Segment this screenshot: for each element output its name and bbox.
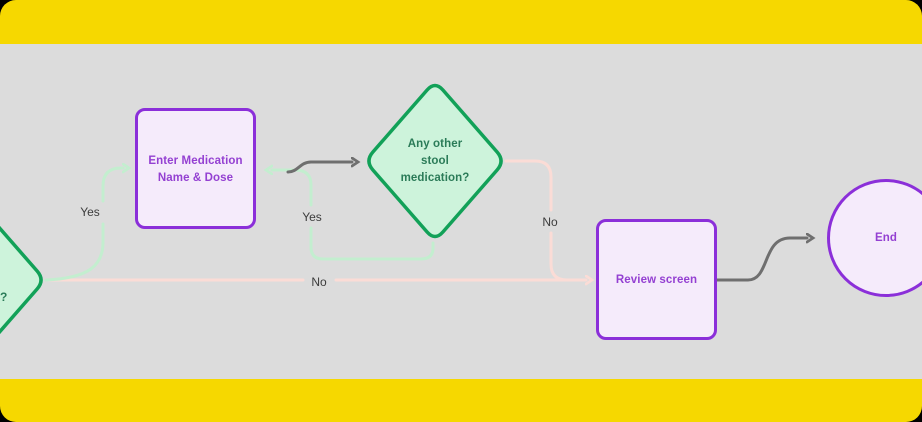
stool-decision-diamond[interactable]: [367, 83, 503, 239]
edge-label-no-right: No: [538, 214, 562, 230]
connector-layer: [0, 83, 922, 356]
flowchart-canvas[interactable]: ? Enter Medication Name & Dose Any other…: [0, 44, 922, 379]
edge-label-no-long: No: [307, 274, 331, 290]
edge-label-yes-left: Yes: [76, 204, 104, 220]
left-decision-text-fragment: ?: [0, 290, 8, 304]
edge-review-screen-to-end: [715, 238, 807, 282]
edge-stool-decision-no-merge-segment: [549, 231, 584, 282]
edge-stool-decision-no-segment: [504, 159, 553, 212]
edge-enter-medication-to-stool-decision: [286, 162, 352, 174]
bottom-accent-bar: [0, 379, 922, 422]
edge-label-yes-loop: Yes: [298, 209, 326, 225]
end-node[interactable]: [827, 179, 922, 297]
edge-stool-decision-yes-segment: [309, 226, 435, 261]
edge-stool-decision-yes-arrow-segment: [272, 170, 313, 207]
left-decision-diamond[interactable]: [0, 205, 43, 356]
enter-medication-node[interactable]: [135, 108, 256, 229]
review-screen-node[interactable]: [596, 219, 717, 340]
top-accent-bar: [0, 0, 922, 44]
edge-left-decision-yes-arrow-segment: [101, 168, 123, 203]
edge-left-decision-yes-segment: [44, 222, 105, 282]
